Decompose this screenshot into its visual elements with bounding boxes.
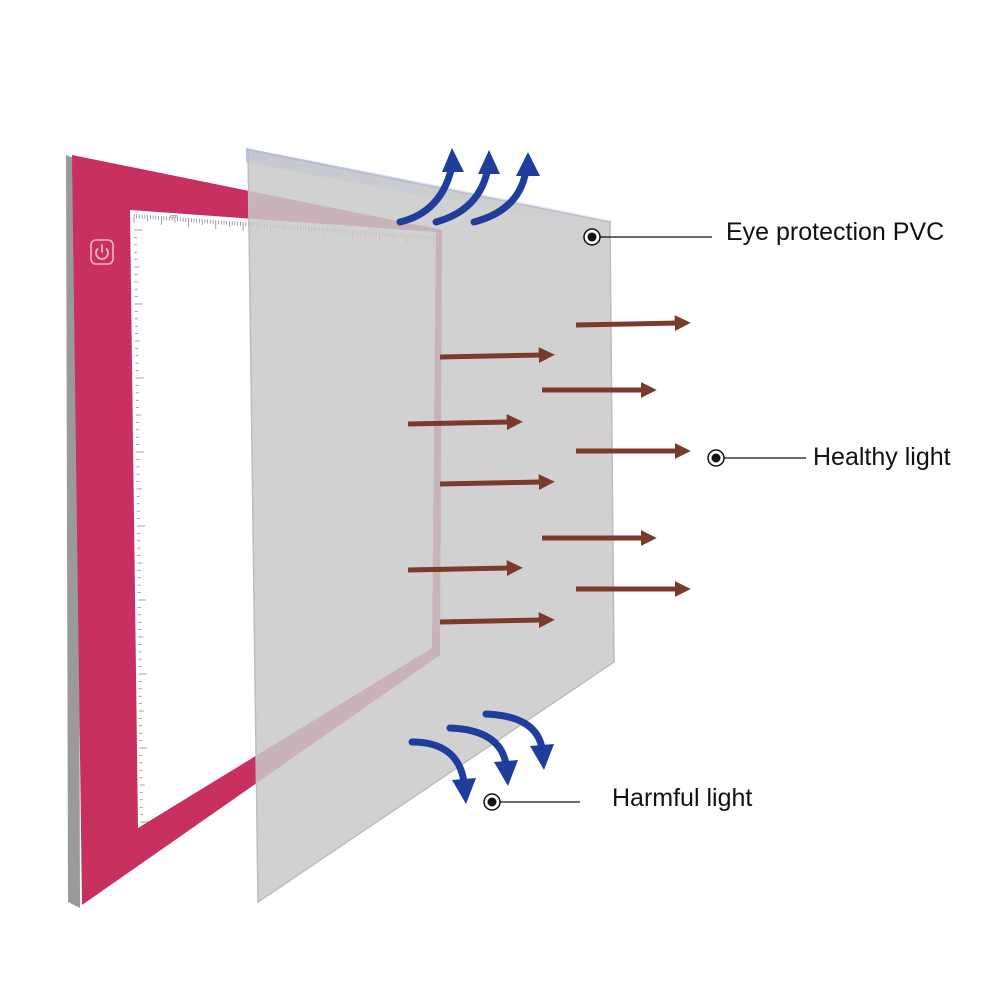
harmful-arrow-head [442,148,464,172]
harmful-arrow [396,162,456,226]
healthy-arrow [439,474,555,491]
harmful-arrow-head [516,152,540,176]
healthy-arrow [575,315,691,332]
power-button[interactable] [90,239,114,265]
callout-healthy-light: Healthy light [707,443,951,471]
harmful-arrow [432,164,492,226]
power-icon [95,244,109,260]
callout-eye-protection: Eye protection PVC [583,218,944,246]
healthy-light-arrows [407,315,691,629]
harmful-arrow-head [494,760,518,786]
pvc-sheet [247,149,615,904]
harmful-arrow [482,710,546,752]
harmful-arrow [446,724,510,768]
ruler-unit-label: cm [170,214,178,220]
healthy-arrow [407,414,523,431]
callout-label-eye-protection: Eye protection PVC [726,218,944,246]
callout-harmful-light: Harmful light [483,784,752,812]
healthy-arrow [439,612,555,629]
harmful-arrow [408,738,468,786]
callout-label-healthy-light: Healthy light [813,443,951,471]
healthy-arrow [439,347,555,364]
harmful-arrow-head [452,778,476,804]
harmful-light-arrows-top [396,148,540,226]
ruler-left [134,229,148,823]
harmful-arrow-head [530,744,554,770]
healthy-arrow [407,560,523,577]
harmful-arrow [470,166,530,226]
harmful-arrow-head [478,150,500,174]
harmful-light-arrows-bottom [408,710,554,804]
callout-label-harmful-light: Harmful light [612,784,752,812]
